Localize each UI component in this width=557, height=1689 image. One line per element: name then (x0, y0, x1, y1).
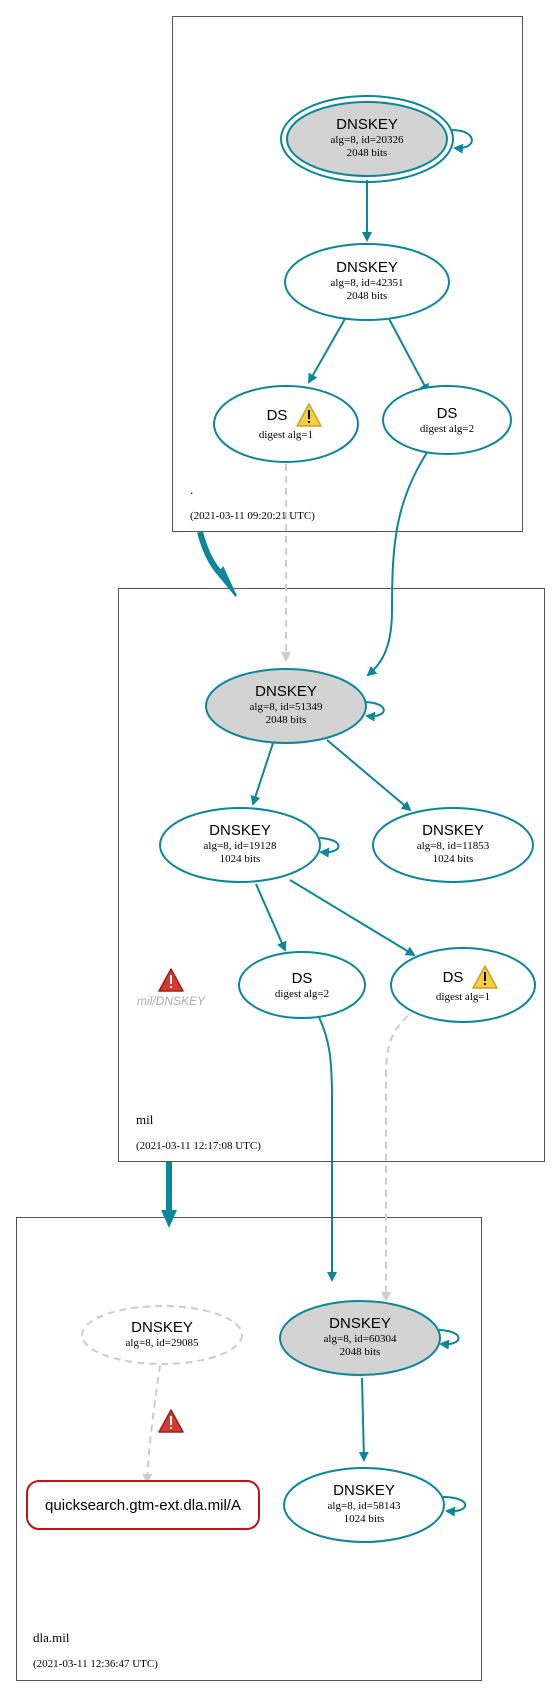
selfloop-dla-zsk (442, 1496, 467, 1517)
edge-dlaksk-zsk (358, 1377, 369, 1462)
node-bits: 2048 bits (340, 1346, 381, 1358)
node-digest: digest alg=2 (275, 988, 329, 1000)
edge-rootzsk-ds1 (308, 316, 347, 384)
error-icon (158, 1409, 184, 1433)
zone-box-dla (16, 1217, 482, 1681)
rrset-a-record[interactable]: quicksearch.gtm-ext.dla.mil/A (26, 1480, 260, 1530)
zone-name-mil: mil (136, 1112, 154, 1127)
node-digest: digest alg=2 (420, 423, 474, 435)
node-mil-zsk-11853[interactable]: DNSKEY alg=8, id=11853 1024 bits (372, 807, 534, 883)
node-title: DNSKEY (131, 1319, 193, 1336)
node-dla-missing-dnskey[interactable]: DNSKEY alg=8, id=29085 (81, 1305, 243, 1365)
zone-timestamp-mil: (2021-03-11 12:17:08 UTC) (136, 1140, 261, 1152)
zone-name-root: . (190, 482, 193, 497)
rrset-label: quicksearch.gtm-ext.dla.mil/A (45, 1497, 241, 1514)
node-alg-id: alg=8, id=11853 (417, 840, 490, 852)
node-dla-zsk[interactable]: DNSKEY alg=8, id=58143 1024 bits (283, 1467, 445, 1543)
node-dla-ksk[interactable]: DNSKEY alg=8, id=60304 2048 bits (279, 1300, 441, 1376)
zone-name-dla: dla.mil (33, 1630, 70, 1645)
node-mil-ksk[interactable]: DNSKEY alg=8, id=51349 2048 bits (205, 668, 367, 744)
edge-missing-rrset-dashed (142, 1364, 161, 1484)
selfloop-mil-zsk1 (316, 837, 340, 858)
node-alg-id: alg=8, id=20326 (331, 134, 404, 146)
edge-ds2-dlaksk (317, 1014, 337, 1282)
node-alg-id: alg=8, id=19128 (204, 840, 277, 852)
zone-box-root (172, 16, 523, 532)
node-bits: 1024 bits (220, 853, 261, 865)
warning-icon (472, 965, 498, 989)
error-icon (158, 968, 184, 992)
zone-timestamp-root: (2021-03-11 09:20:21 UTC) (190, 510, 315, 522)
selfloop-mil-ksk (362, 701, 385, 722)
node-title: DNSKEY (336, 259, 398, 276)
edge-ds2-milksk (366, 447, 431, 677)
node-digest: digest alg=1 (259, 429, 313, 441)
node-root-ds-alg1[interactable]: DS digest alg=1 (213, 385, 359, 463)
node-alg-id: alg=8, id=42351 (331, 277, 404, 289)
node-alg-id: alg=8, id=58143 (328, 1500, 401, 1512)
node-mil-ds-alg1[interactable]: DS digest alg=1 (390, 947, 536, 1023)
node-title: DS (443, 969, 464, 986)
mil-warning-label: mil/DNSKEY (137, 994, 206, 1008)
selfloop-dla-ksk (436, 1329, 460, 1350)
node-alg-id: alg=8, id=60304 (324, 1333, 397, 1345)
node-title: DS (437, 405, 458, 422)
node-bits: 2048 bits (347, 147, 388, 159)
node-title: DNSKEY (255, 683, 317, 700)
mil-dnskey-error[interactable]: mil/DNSKEY (137, 968, 206, 1008)
node-bits: 2048 bits (347, 290, 388, 302)
node-root-zsk[interactable]: DNSKEY alg=8, id=42351 2048 bits (284, 243, 450, 321)
node-digest: digest alg=1 (436, 991, 490, 1003)
node-alg-id: alg=8, id=51349 (250, 701, 323, 713)
node-title: DS (267, 407, 288, 424)
edge-zsk1-ds1 (289, 879, 416, 957)
node-bits: 2048 bits (266, 714, 307, 726)
warning-icon (296, 403, 322, 427)
node-bits: 1024 bits (433, 853, 474, 865)
edge-milksk-zsk1 (250, 742, 274, 806)
node-title: DNSKEY (329, 1315, 391, 1332)
node-mil-zsk-19128[interactable]: DNSKEY alg=8, id=19128 1024 bits (159, 807, 321, 883)
edge-rootzsk-ds2 (387, 316, 429, 394)
node-mil-ds-alg2[interactable]: DS digest alg=2 (238, 951, 366, 1019)
node-root-ds-alg2[interactable]: DS digest alg=2 (382, 385, 512, 455)
node-root-ksk[interactable]: DNSKEY alg=8, id=20326 2048 bits (280, 95, 454, 183)
node-title: DS (292, 970, 313, 987)
node-title: DNSKEY (209, 822, 271, 839)
selfloop-root-ksk (451, 129, 473, 154)
zone-timestamp-dla: (2021-03-11 12:36:47 UTC) (33, 1658, 158, 1670)
node-title: DNSKEY (333, 1482, 395, 1499)
edge-milds1-dlaksk-dashed (381, 1015, 409, 1302)
node-title: DNSKEY (336, 116, 398, 133)
edge-milksk-zsk2 (326, 739, 412, 812)
node-title: DNSKEY (422, 822, 484, 839)
node-bits: 1024 bits (344, 1513, 385, 1525)
edge-zsk1-ds2 (255, 883, 287, 952)
node-alg-id: alg=8, id=29085 (126, 1337, 199, 1349)
